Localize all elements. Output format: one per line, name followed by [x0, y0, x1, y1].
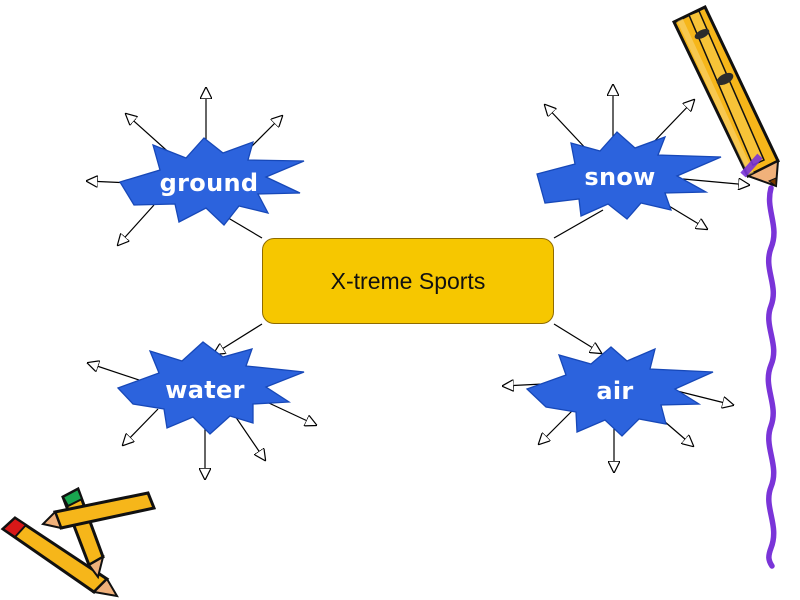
connector-center-snow: [554, 210, 603, 238]
wavy-line-icon: [768, 188, 774, 566]
center-topic-label: X-treme Sports: [331, 268, 486, 295]
center-topic-box: X-treme Sports: [262, 238, 554, 324]
yellow-short-pencil: [43, 493, 154, 528]
decorative-wavy-line: [768, 188, 774, 566]
arrow: [539, 411, 572, 444]
arrow: [545, 105, 589, 152]
burst-label-air: air: [596, 377, 633, 405]
arrow: [123, 409, 158, 445]
node-ground: ground: [87, 88, 304, 245]
node-air: air: [503, 347, 733, 472]
burst-label-snow: snow: [584, 163, 655, 191]
arrow: [118, 205, 154, 245]
burst-label-ground: ground: [160, 169, 259, 197]
connector-center-air: [554, 324, 601, 353]
connector-center-water: [214, 324, 262, 354]
crossed-pencils-icon: [3, 489, 154, 596]
node-water: water: [88, 342, 316, 479]
burst-label-water: water: [165, 376, 244, 404]
